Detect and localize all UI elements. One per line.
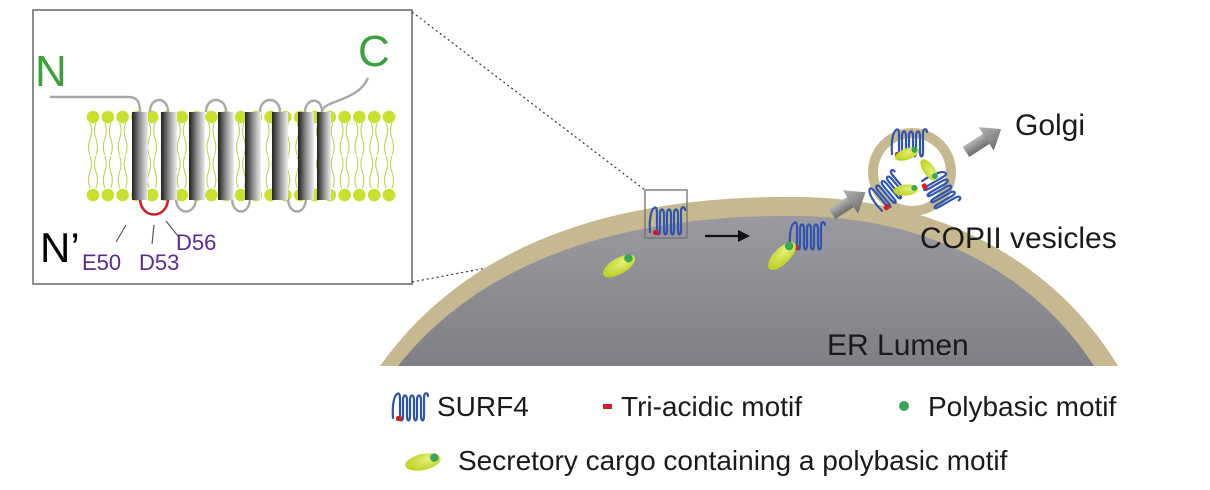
loop-lumenal-2 — [230, 197, 252, 213]
lipid-tails — [236, 122, 246, 189]
lipid-head — [86, 110, 100, 124]
loop-2 — [204, 98, 228, 113]
loop-3 — [258, 98, 282, 113]
c-terminus-tail — [320, 77, 370, 113]
n-prime-label: N’ — [40, 224, 80, 271]
n-terminus-tail — [50, 95, 142, 113]
lipid-head — [382, 110, 396, 124]
legend-cargo-label: Secretory cargo containing a polybasic m… — [458, 445, 1008, 476]
lipid-head — [86, 188, 100, 202]
loop-lumenal-1 — [174, 197, 198, 213]
transmembrane-helices — [132, 112, 331, 200]
lipid-tails — [369, 122, 380, 189]
lipid-head — [338, 188, 351, 202]
legend-triacidic-label: Tri-acidic motif — [621, 391, 802, 422]
legend-polybasic-label: Polybasic motif — [928, 391, 1117, 422]
lipid-head — [175, 188, 189, 202]
lipid-head — [234, 110, 248, 124]
legend-polybasic-icon — [899, 401, 909, 411]
legend: SURF4 Tri-acidic motif Polybasic motif S… — [391, 391, 1117, 476]
triacidic-loop — [138, 197, 170, 216]
er-lumen-label: ER Lumen — [827, 329, 969, 362]
lipid-head — [382, 188, 396, 202]
residue-d56-label: D56 — [176, 230, 216, 255]
tm-helix-1 — [132, 112, 148, 200]
lipid-head — [175, 110, 189, 124]
loop-1 — [148, 98, 170, 113]
lipid-head — [116, 188, 129, 202]
c-terminus-label: C — [358, 27, 390, 76]
lipid-head — [116, 110, 129, 124]
movement-arrow — [705, 230, 750, 242]
residue-e50-label: E50 — [82, 250, 121, 275]
lipid-head — [353, 110, 366, 124]
surf4-topology-lines — [50, 77, 370, 213]
lipid-head — [205, 110, 218, 124]
tm-helix-6 — [272, 112, 288, 200]
lipid-tails — [147, 122, 158, 189]
lipid-tails — [102, 122, 113, 189]
legend-cargo-icon — [403, 450, 443, 474]
inset-panel: N C N’ E50 D53 D56 — [32, 9, 413, 285]
er-lumen — [398, 215, 1094, 366]
tm-helix-7 — [298, 112, 314, 200]
tm-helix-5 — [245, 112, 261, 200]
loop-4 — [303, 99, 324, 113]
lipid-head — [367, 188, 381, 202]
copii-vesicles-label: COPII vesicles — [920, 222, 1117, 255]
lipid-head — [145, 188, 159, 202]
lipid-tails — [176, 122, 187, 189]
tm-helix-8 — [317, 112, 331, 200]
golgi-label: Golgi — [1015, 109, 1085, 142]
tm-helix-4 — [218, 112, 234, 200]
n-terminus-label: N — [35, 47, 67, 96]
lipid-tails — [88, 122, 98, 189]
residue-d53-label: D53 — [139, 250, 179, 275]
lipid-tails — [354, 122, 365, 189]
lipid-head — [353, 188, 366, 202]
lipid-tails — [384, 122, 394, 189]
lipid-tails — [117, 122, 128, 189]
lipid-tails — [339, 122, 350, 189]
residue-pointers — [115, 220, 179, 245]
tm-helix-3 — [189, 112, 205, 200]
lipid-head — [234, 188, 248, 202]
lipid-head — [205, 188, 218, 202]
tm-helix-2 — [161, 112, 177, 200]
to-golgi-arrow — [962, 127, 1002, 158]
legend-triacidic-icon — [603, 404, 612, 409]
zoom-connector-lines — [411, 11, 646, 283]
lipid-head — [101, 110, 115, 124]
vesicle-budding-arrow — [828, 190, 866, 220]
lipid-head — [145, 110, 159, 124]
lipid-tails — [206, 122, 217, 189]
copii-vesicle — [864, 128, 963, 216]
zoom-box — [644, 189, 688, 239]
legend-surf4-icon — [391, 392, 430, 423]
lipid-head — [101, 188, 115, 202]
loop-lumenal-3 — [286, 197, 308, 213]
lipid-head — [367, 110, 381, 124]
er-compartment: ER Lumen — [380, 196, 1118, 366]
lipid-head — [338, 110, 351, 124]
legend-surf4-label: SURF4 — [437, 391, 529, 422]
